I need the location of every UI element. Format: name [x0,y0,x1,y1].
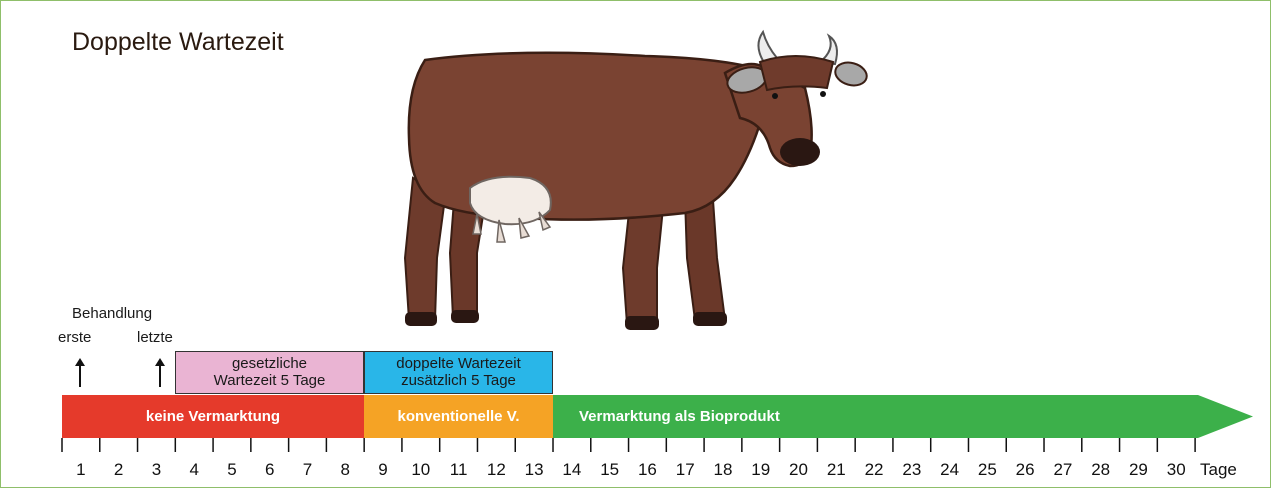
day-label: 9 [378,460,387,479]
legal-waiting-period-line1: gesetzliche [231,355,308,372]
day-label: 17 [676,460,695,479]
page-title: Doppelte Wartezeit [72,28,284,56]
first-treatment-arrow-icon [75,358,85,387]
treatment-heading: Behandlung [72,305,153,322]
day-label: 14 [562,460,581,479]
day-label: 2 [114,460,123,479]
day-label: 22 [865,460,884,479]
day-label: 11 [450,460,468,479]
day-label: 16 [638,460,657,479]
cow-image [403,29,868,330]
day-label: 3 [152,460,161,479]
day-label: 15 [600,460,619,479]
day-label: 13 [525,460,544,479]
day-label: 27 [1053,460,1072,479]
double-waiting-period-box: doppelte Wartezeit zusätzlich 5 Tage [364,351,553,394]
conventional-label: konventionelle V. [397,408,520,425]
day-label: 8 [341,460,350,479]
day-label: 5 [227,460,236,479]
organic-segment-arrow [553,395,1253,438]
day-label: 24 [940,460,959,479]
axis-unit-label: Tage [1200,460,1237,479]
day-label: 12 [487,460,506,479]
no-marketing-segment: keine Vermarktung [62,395,364,438]
first-treatment-label: erste [58,329,92,346]
day-label: 19 [751,460,770,479]
last-treatment-label: letzte [137,329,173,346]
day-label: 6 [265,460,274,479]
double-waiting-period-line2: zusätzlich 5 Tage [401,372,516,389]
day-label: 21 [827,460,846,479]
day-label: 30 [1167,460,1186,479]
day-label: 26 [1016,460,1035,479]
legal-waiting-period-line2: Wartezeit 5 Tage [213,372,326,389]
day-label: 29 [1129,460,1148,479]
day-label: 4 [189,460,198,479]
day-label: 23 [902,460,921,479]
day-label: 18 [714,460,733,479]
day-label: 7 [303,460,312,479]
day-label: 25 [978,460,997,479]
day-label: 1 [76,460,85,479]
no-marketing-label: keine Vermarktung [145,408,281,425]
organic-label: Vermarktung als Bioprodukt [579,408,780,425]
day-label: 20 [789,460,808,479]
legal-waiting-period-box: gesetzliche Wartezeit 5 Tage [175,351,364,394]
last-treatment-arrow-icon [155,358,165,387]
conventional-segment: konventionelle V. [364,395,553,438]
day-label: 28 [1091,460,1110,479]
double-waiting-period-line1: doppelte Wartezeit [396,355,521,372]
organic-segment: Vermarktung als Bioprodukt [553,395,873,438]
day-label: 10 [411,460,430,479]
